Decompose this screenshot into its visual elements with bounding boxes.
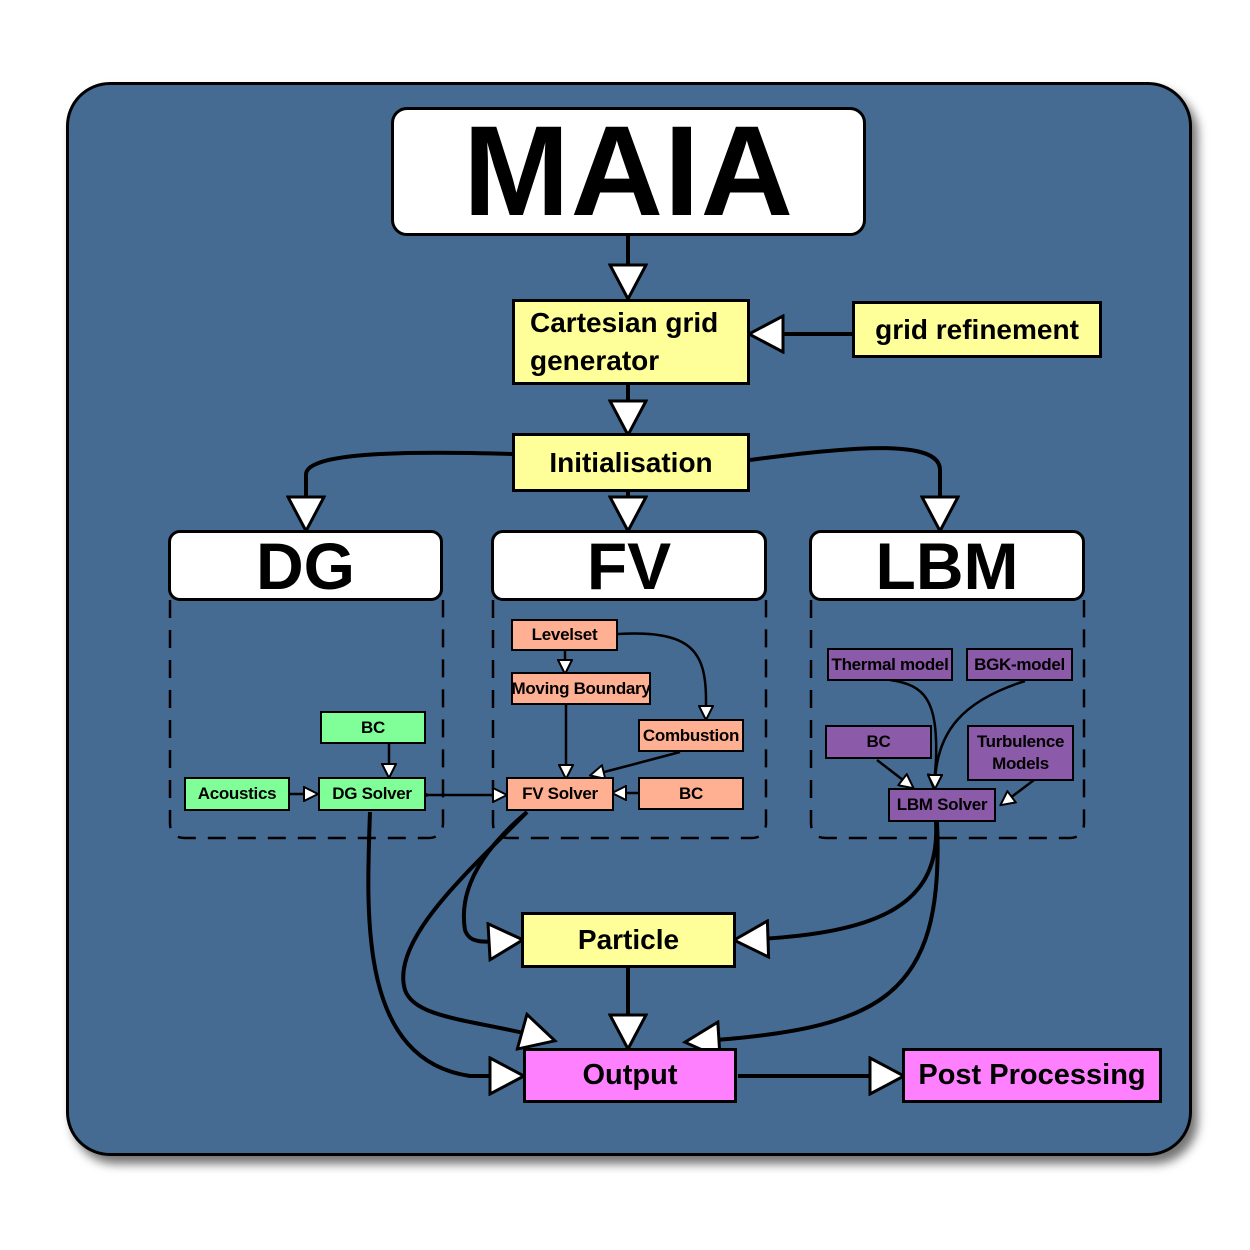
maia-title-box: MAIA bbox=[391, 107, 866, 236]
lbm-solver-to-particle-arrow bbox=[737, 821, 939, 940]
particle-label: Particle bbox=[577, 924, 680, 955]
fv-solver-to-output-arrow bbox=[401, 810, 552, 1040]
combustion-label: Combustion bbox=[642, 725, 740, 745]
initialisation-label: Initialisation bbox=[549, 446, 713, 478]
cartesian-grid-generator-line1: Cartesian grid bbox=[530, 307, 719, 338]
output-box: Output bbox=[523, 1048, 737, 1103]
output-label: Output bbox=[582, 1059, 678, 1091]
lbm-bc-to-lbm-solver-arrow bbox=[876, 759, 912, 787]
lbm-title: LBM bbox=[875, 528, 1019, 603]
fv-title: FV bbox=[586, 528, 672, 603]
dg-bc-label: BC bbox=[361, 717, 385, 737]
lbm-title-box: LBM bbox=[809, 530, 1085, 601]
fv-bc-box: BC bbox=[638, 777, 744, 810]
cartesian-grid-generator-box: Cartesian grid generator bbox=[512, 299, 750, 385]
bgk-model-label: BGK-model bbox=[974, 654, 1065, 674]
moving-boundary-box: Moving Boundary bbox=[511, 672, 651, 705]
dg-solver-to-output-arrow bbox=[366, 811, 521, 1076]
initialisation-box: Initialisation bbox=[512, 433, 750, 492]
combustion-box: Combustion bbox=[638, 719, 744, 752]
bgk-model-to-lbm-solver-arrow bbox=[935, 679, 1026, 787]
lbm-bc-label: BC bbox=[866, 732, 891, 751]
dg-solver-box: DG Solver bbox=[318, 777, 426, 811]
thermal-model-box: Thermal model bbox=[827, 648, 953, 681]
post-processing-box: Post Processing bbox=[902, 1048, 1162, 1103]
grid-refinement-box: grid refinement bbox=[852, 301, 1102, 358]
turbulence-models-line2: Models bbox=[992, 754, 1049, 773]
fv-solver-label: FV Solver bbox=[522, 784, 598, 803]
moving-boundary-label: Moving Boundary bbox=[511, 678, 651, 698]
lbm-solver-label: LBM Solver bbox=[896, 795, 988, 814]
acoustics-box: Acoustics bbox=[184, 777, 290, 811]
turbulence-to-lbm-solver-arrow bbox=[1002, 779, 1035, 804]
bgk-model-box: BGK-model bbox=[966, 648, 1073, 681]
levelset-box: Levelset bbox=[511, 619, 618, 651]
thermal-model-to-lbm-solver-arrow bbox=[889, 678, 936, 787]
dg-bc-box: BC bbox=[320, 711, 426, 744]
levelset-label: Levelset bbox=[531, 625, 598, 644]
dg-title-box: DG bbox=[168, 530, 443, 601]
dg-solver-label: DG Solver bbox=[332, 784, 412, 803]
cartesian-grid-generator-line2: generator bbox=[530, 345, 660, 376]
turbulence-models-box: Turbulence Models bbox=[967, 725, 1074, 781]
post-processing-label: Post Processing bbox=[918, 1059, 1146, 1091]
maia-title: MAIA bbox=[462, 99, 795, 243]
fv-title-box: FV bbox=[491, 530, 767, 601]
fv-solver-to-particle-arrow bbox=[461, 810, 529, 942]
grid-refinement-label: grid refinement bbox=[875, 313, 1079, 345]
fv-solver-box: FV Solver bbox=[506, 777, 614, 811]
combustion-to-fv-solver-arrow bbox=[592, 750, 681, 775]
turbulence-models-line1: Turbulence bbox=[976, 732, 1065, 751]
lbm-module-container bbox=[809, 600, 1086, 840]
lbm-solver-to-output-arrow bbox=[688, 821, 940, 1042]
dg-module-container bbox=[168, 600, 445, 840]
lbm-bc-box: BC bbox=[825, 725, 932, 759]
acoustics-label: Acoustics bbox=[197, 784, 277, 803]
fv-module-container bbox=[491, 600, 768, 840]
dg-title: DG bbox=[256, 528, 355, 603]
fv-bc-label: BC bbox=[679, 783, 703, 803]
particle-box: Particle bbox=[521, 912, 736, 968]
thermal-model-label: Thermal model bbox=[831, 654, 949, 674]
initialisation-to-dg-arrow bbox=[306, 450, 513, 528]
lbm-solver-box: LBM Solver bbox=[888, 788, 996, 822]
levelset-to-combustion-arrow bbox=[617, 632, 706, 718]
initialisation-to-lbm-arrow bbox=[749, 446, 940, 528]
